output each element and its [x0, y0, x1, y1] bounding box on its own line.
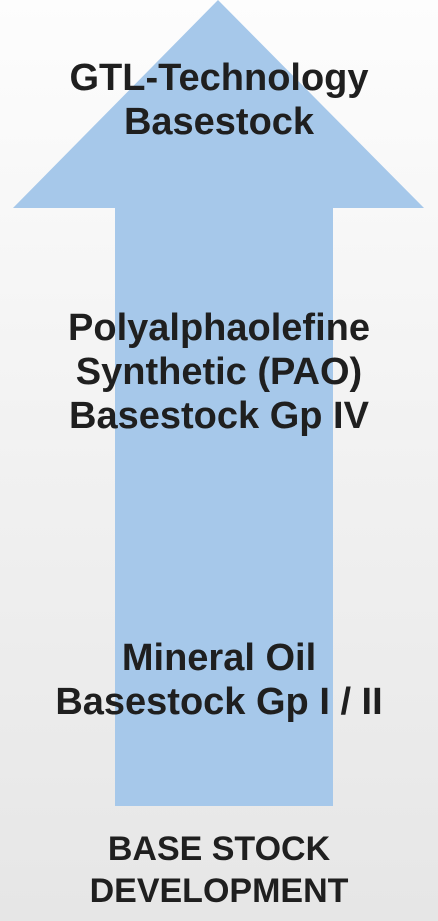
up-arrow-shape — [13, 0, 424, 806]
caption-line-1: BASE STOCK — [107, 830, 331, 868]
tier-gtl-line-2: Basestock — [123, 101, 315, 143]
tier-pao-line-3: Basestock Gp IV — [69, 395, 369, 437]
tier-mineral-oil: Mineral Oil Basestock Gp I / II — [0, 636, 438, 724]
tier-pao-line-2: Synthetic (PAO) — [75, 351, 363, 393]
tier-gtl-technology: GTL-Technology Basestock — [0, 56, 438, 144]
tier-pao-synthetic: Polyalphaolefine Synthetic (PAO) Basesto… — [0, 306, 438, 438]
tier-pao-line-1: Polyalphaolefine — [68, 307, 370, 349]
caption-line-2: DEVELOPMENT — [89, 872, 349, 910]
diagram-caption: BASE STOCK DEVELOPMENT — [0, 828, 438, 912]
tier-gtl-line-1: GTL-Technology — [69, 57, 369, 99]
tier-mineral-line-2: Basestock Gp I / II — [55, 681, 383, 723]
tier-mineral-line-1: Mineral Oil — [121, 637, 317, 679]
